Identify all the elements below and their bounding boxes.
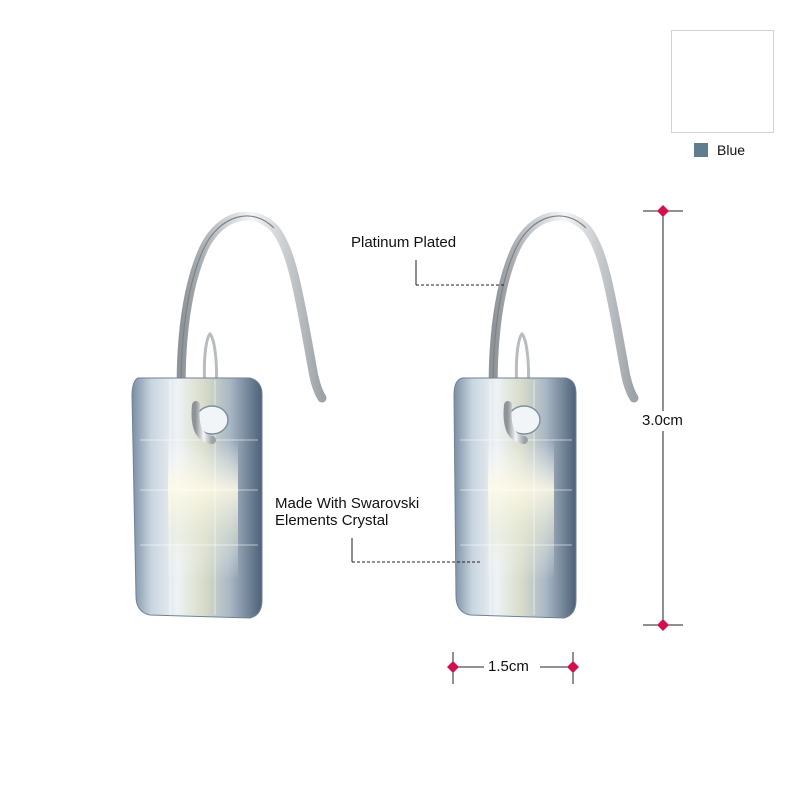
width-label: 1.5cm <box>488 658 529 675</box>
height-bottom-marker <box>657 619 669 631</box>
crystal-callout-line1: Made With Swarovski <box>275 495 420 512</box>
plating-callout: Platinum Plated <box>351 234 457 251</box>
crystal-callout-line2: Elements Crystal <box>275 512 389 529</box>
right-earring <box>453 211 639 619</box>
height-top-marker <box>657 205 669 217</box>
left-earring <box>131 211 327 619</box>
right-jump-ring <box>514 331 530 393</box>
width-left-marker <box>447 661 459 673</box>
variant-thumbnail[interactable] <box>671 30 774 133</box>
left-jump-ring <box>202 331 218 393</box>
color-swatch-label: Blue <box>717 142 746 158</box>
plating-leader <box>415 260 505 286</box>
crystal-leader <box>351 538 482 563</box>
color-swatch[interactable] <box>694 143 708 157</box>
width-dimension <box>447 652 579 684</box>
height-label: 3.0cm <box>642 411 683 431</box>
width-right-marker <box>567 661 579 673</box>
